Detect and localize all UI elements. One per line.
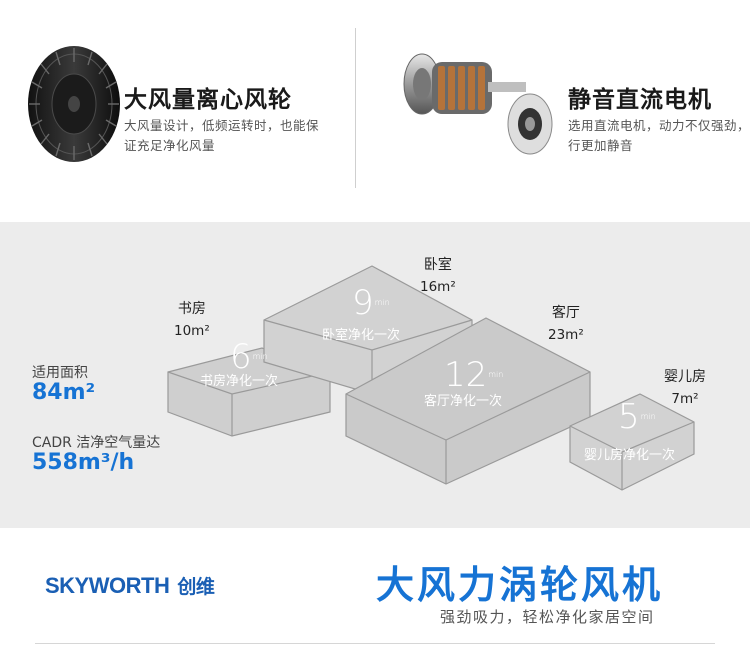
room-area: 10m² (174, 323, 210, 339)
room-nursery-shape (569, 393, 695, 491)
floor-plan-illustration (167, 265, 695, 491)
room-study-label: 书房 10m² (174, 298, 210, 342)
feature-dc-motor: 静音直流电机 选用直流电机，动力不仅强劲，运行更加静音 (356, 0, 750, 222)
feature-section: 大风量离心风轮 大风量设计，低频运转时，也能保证充足净化风量 (0, 0, 750, 222)
room-living-label: 客厅 23m² (548, 302, 584, 346)
room-area: 16m² (420, 279, 456, 295)
purify-time-nursery: 5min (618, 397, 656, 437)
purify-time-study: 6min (230, 337, 268, 377)
floor-plan-section: 适用面积 84m² CADR 洁净空气量达 558m³/h 书房 10m² 卧室… (0, 222, 750, 528)
room-name: 婴儿房 (664, 369, 706, 385)
room-name: 卧室 (423, 257, 452, 273)
room-name: 客厅 (551, 305, 580, 321)
metric-area-value: 84m² (32, 380, 96, 405)
brand-name-en: SKYWORTH (45, 573, 170, 598)
feature-description: 选用直流电机，动力不仅强劲，运行更加静音 (568, 118, 750, 153)
feature-centrifugal-fan: 大风量离心风轮 大风量设计，低频运转时，也能保证充足净化风量 (0, 0, 355, 222)
purify-time-living: 12min (444, 355, 504, 395)
purify-text-nursery: 婴儿房净化一次 (584, 448, 676, 463)
room-name: 书房 (177, 301, 206, 317)
feature-description: 大风量设计，低频运转时，也能保证充足净化风量 (124, 118, 320, 153)
centrifugal-fan-wheel-icon (28, 46, 120, 162)
brand-name-cn: 创维 (177, 576, 215, 598)
room-area: 7m² (671, 391, 699, 407)
feature-title: 静音直流电机 (568, 87, 712, 113)
metric-cadr-value: 558m³/h (32, 450, 135, 475)
banner-headline: 大风力涡轮风机 (376, 563, 664, 607)
metric-area-label: 适用面积 (32, 365, 88, 381)
banner-section: SKYWORTH 创维 大风力涡轮风机 强劲吸力，轻松净化家居空间 (0, 528, 750, 659)
brand-logo: SKYWORTH 创维 (45, 572, 215, 599)
room-nursery-label: 婴儿房 7m² (664, 366, 706, 410)
room-bedroom-label: 卧室 16m² (420, 254, 456, 298)
room-area: 23m² (548, 327, 584, 343)
metric-cadr-label: CADR 洁净空气量达 (32, 435, 161, 451)
purify-time-bedroom: 9min (352, 283, 390, 323)
purify-text-bedroom: 卧室净化一次 (322, 328, 401, 343)
dc-motor-icon (403, 53, 553, 155)
feature-divider (355, 28, 356, 188)
banner-divider (35, 643, 715, 644)
feature-title: 大风量离心风轮 (124, 87, 292, 113)
purify-text-living: 客厅净化一次 (424, 394, 503, 409)
banner-subline: 强劲吸力，轻松净化家居空间 (440, 608, 655, 626)
purify-text-study: 书房净化一次 (200, 374, 279, 389)
